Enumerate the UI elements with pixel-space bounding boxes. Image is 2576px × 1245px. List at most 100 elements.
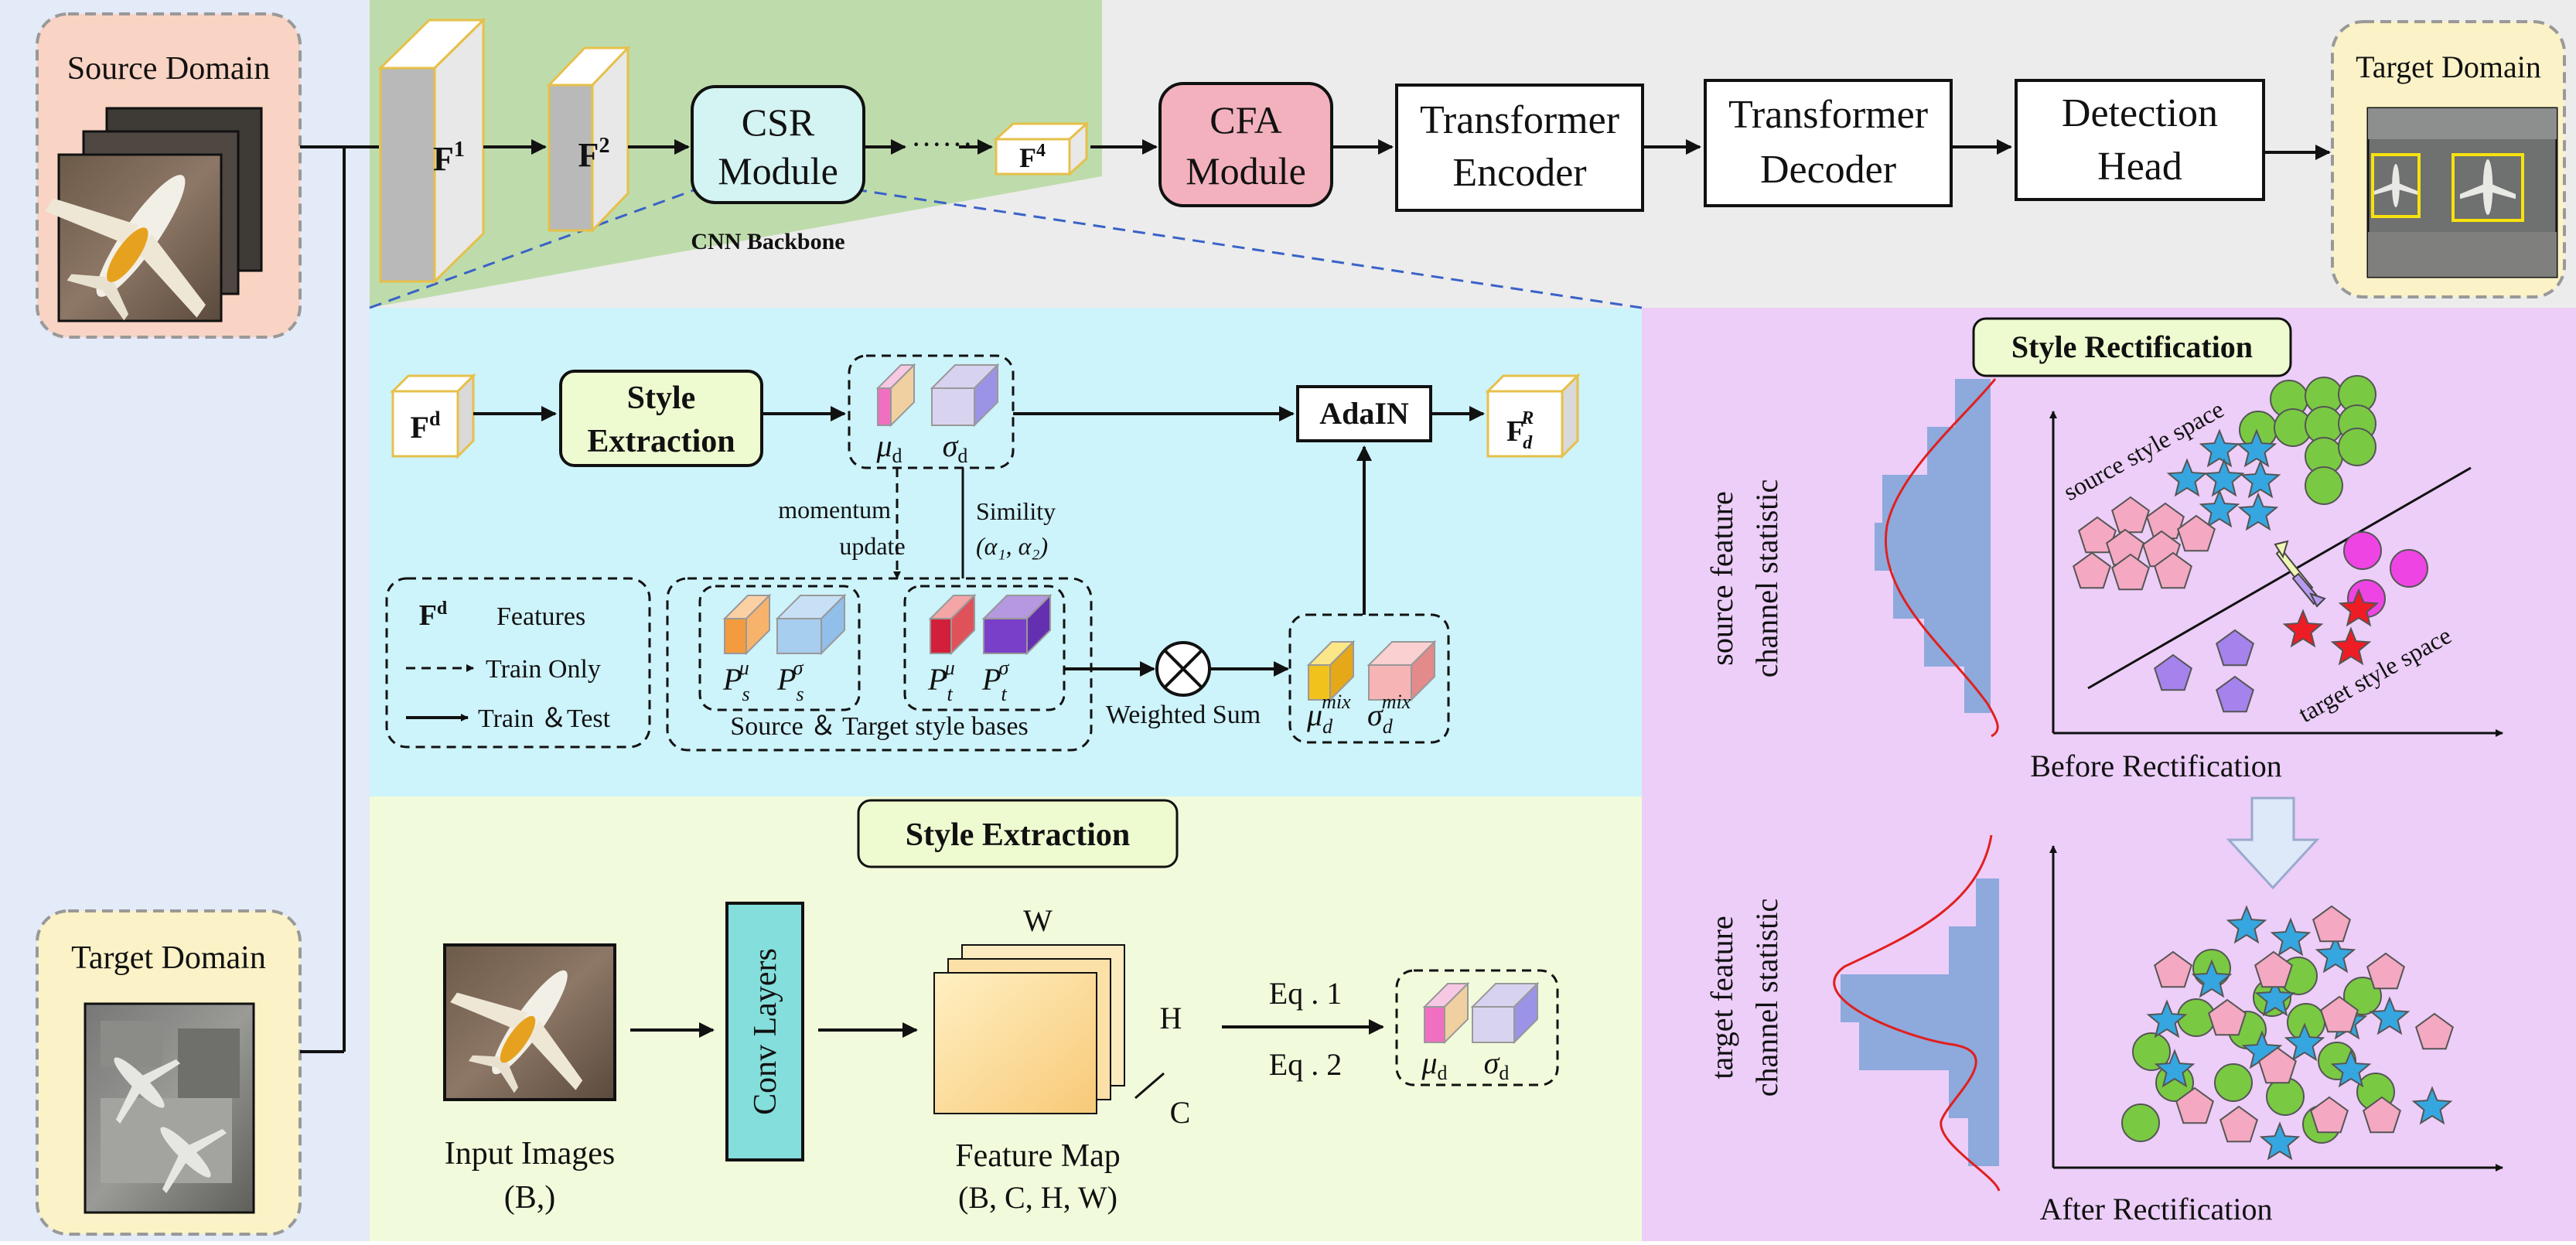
airplane-icon [160, 1127, 227, 1194]
p-s-sigma-bar [775, 593, 847, 656]
star-marker [2199, 489, 2240, 528]
style-stats-group [848, 354, 1015, 469]
source-domain-label: Source Domain [67, 51, 270, 87]
detection-result-image [2366, 107, 2558, 278]
p-t-mu-bar [928, 593, 977, 656]
ellipsis-dots: ······ [911, 127, 973, 162]
airplane-icon [44, 175, 206, 321]
mu-mix-bar [1306, 640, 1356, 702]
pentagon-marker [2320, 995, 2359, 1033]
dim-c-tick [1134, 1072, 1165, 1100]
adain-box [1296, 385, 1432, 442]
mu-d-bar-extract [1422, 981, 1470, 1045]
zoom-line-right [854, 188, 1643, 309]
star-marker [2330, 626, 2372, 666]
pentagon-marker [2111, 553, 2150, 591]
star-marker [2240, 459, 2281, 499]
p-s-mu-label: Psμ [722, 657, 750, 705]
transformer-encoder-box [1395, 84, 1644, 212]
style-space-divider [2087, 466, 2472, 690]
feature-map-stack [933, 944, 1125, 1114]
target-distribution-curve [1833, 834, 2001, 1192]
legend-train-only: Train Only [486, 655, 601, 684]
pentagon-marker [2154, 653, 2192, 691]
similarity-line2: (α₁, α₂) [976, 532, 1048, 560]
airplane-icon [450, 970, 583, 1093]
sigma-d-extract-label: σd [1484, 1045, 1510, 1084]
circle-marker [2390, 549, 2428, 588]
star-marker [2237, 492, 2279, 531]
fmap-caption-line2: (B, C, H, W) [958, 1180, 1117, 1215]
output-target-domain-label: Target Domain [2356, 49, 2541, 84]
head-line2: Head [2097, 145, 2182, 189]
airplane-icon [114, 1057, 181, 1124]
cfa-line2: Module [1186, 149, 1306, 193]
before-caption: Before Rectification [2030, 749, 2281, 783]
style-rectification-panel [1642, 308, 2576, 1241]
momentum-line2: update [839, 532, 905, 560]
conv-layers-box [725, 902, 804, 1161]
target-domain-image [84, 1002, 255, 1214]
star-marker [2154, 1049, 2196, 1088]
circle-marker [2214, 1063, 2253, 1102]
p-t-sigma-bar [981, 593, 1053, 656]
sigma-d-bar [930, 363, 1000, 428]
target-ylabel-line1: target feature [1704, 916, 1739, 1079]
mu-d-label: μd [875, 428, 902, 467]
star-marker [2254, 977, 2296, 1017]
p-s-sigma-label: Psσ [776, 657, 804, 705]
after-caption: After Rectification [2040, 1192, 2273, 1226]
legend-features: Features [496, 602, 585, 631]
sigma-mix-bar [1366, 640, 1437, 702]
circle-marker [2343, 531, 2382, 570]
csr-line1: CSR [742, 101, 815, 144]
star-marker [2191, 959, 2233, 998]
circle-marker [2177, 998, 2216, 1037]
circle-marker [2121, 1103, 2160, 1142]
pentagon-marker [2073, 551, 2111, 589]
decoder-line2: Decoder [1760, 148, 1896, 192]
detection-head-box [2015, 79, 2265, 201]
domain-connectors [300, 145, 379, 1053]
head-line1: Detection [2062, 91, 2218, 135]
cfa-line1: CFA [1210, 98, 1282, 142]
csr-module-box [691, 85, 865, 204]
input-caption-line2: (B,) [504, 1180, 556, 1216]
style-extraction-box [559, 370, 763, 467]
dim-c-label: C [1170, 1095, 1191, 1130]
dim-w-label: W [1023, 903, 1053, 938]
star-marker [2411, 1086, 2453, 1125]
zoom-line-left [369, 188, 697, 309]
encoder-line2: Encoder [1452, 151, 1586, 195]
down-arrow-icon [2226, 796, 2320, 890]
sigma-d-bar-extract [1470, 981, 1540, 1045]
momentum-line1: momentum [778, 496, 891, 524]
pentagon-marker [2175, 1086, 2214, 1124]
p-s-mu-bar [722, 593, 772, 656]
source-image-stack [44, 107, 263, 322]
cnn-backbone-label: CNN Backbone [691, 229, 844, 254]
fd-label: Fd [411, 408, 441, 445]
feature-block-f4 [993, 121, 1090, 177]
star-marker [2166, 458, 2208, 497]
style-extraction-line2: Extraction [587, 424, 735, 459]
airplane-icon [2460, 159, 2516, 215]
style-bases-caption: Source ＆ Target style bases [730, 712, 1028, 741]
pentagon-marker [2312, 905, 2351, 943]
eq2-label: Eq . 2 [1269, 1047, 1342, 1082]
target-bases-group [903, 585, 1066, 711]
style-extraction-title: Style Extraction [906, 817, 1130, 853]
star-marker [2226, 905, 2267, 944]
pentagon-marker [2366, 952, 2405, 990]
mix-stats-group [1288, 613, 1450, 744]
pentagon-marker [2415, 1012, 2454, 1050]
pentagon-marker [2154, 551, 2192, 589]
pentagon-marker [2177, 514, 2216, 552]
source-bases-group [698, 585, 861, 711]
similarity-line1: Simility [976, 497, 1056, 525]
transformer-decoder-box [1704, 79, 1953, 207]
pentagon-marker [2254, 950, 2293, 988]
circle-marker [2132, 1032, 2171, 1071]
star-marker [2282, 609, 2324, 648]
mu-mix-label: μdmix [1306, 691, 1351, 738]
